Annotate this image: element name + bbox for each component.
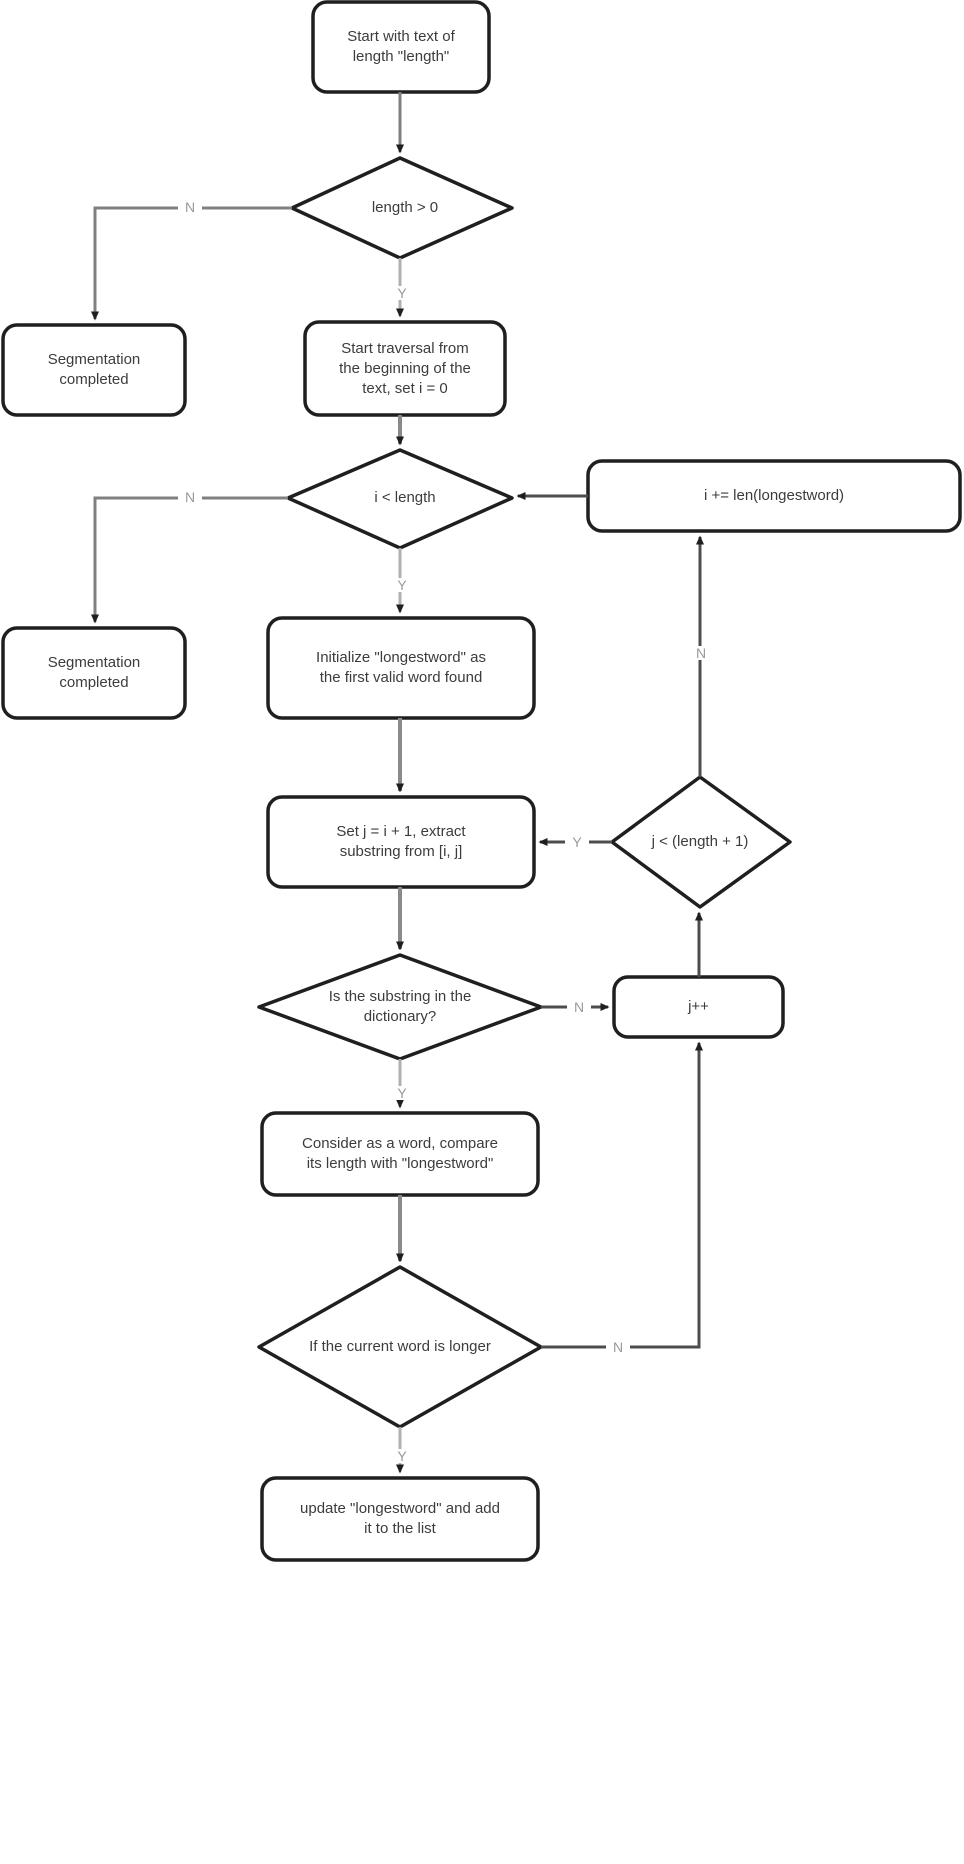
node-shape-seg-done-2[interactable] bbox=[1, 626, 187, 720]
node-shape-is-longer[interactable] bbox=[257, 1265, 543, 1429]
node-shape-advance-i[interactable] bbox=[586, 459, 962, 533]
node-shape-j-inc[interactable] bbox=[612, 975, 785, 1039]
edge-is-longer-no bbox=[541, 1041, 703, 1349]
edge-label-longer-no: N bbox=[606, 1340, 630, 1354]
node-shape-in-dict[interactable] bbox=[257, 953, 543, 1061]
edge-label-i-no: N bbox=[178, 490, 202, 504]
edge-check-i-no bbox=[91, 496, 288, 624]
node-shape-check-j[interactable] bbox=[610, 775, 792, 909]
edge-check-length-no bbox=[91, 206, 292, 321]
node-shape-start[interactable] bbox=[311, 0, 491, 94]
node-shape-set-j[interactable] bbox=[266, 795, 536, 889]
edge-label-length-no: N bbox=[178, 200, 202, 214]
node-shape-check-i[interactable] bbox=[286, 448, 514, 550]
node-shape-seg-done-1[interactable] bbox=[1, 323, 187, 417]
edge-label-dict-no: N bbox=[567, 1000, 591, 1014]
node-shape-consider-word[interactable] bbox=[260, 1111, 540, 1197]
edge-label-longer-yes: Y bbox=[390, 1449, 414, 1463]
edge-label-dict-yes: Y bbox=[390, 1086, 414, 1100]
node-shape-update-longest[interactable] bbox=[260, 1476, 540, 1562]
edge-label-i-yes: Y bbox=[390, 578, 414, 592]
node-shape-start-traversal[interactable] bbox=[303, 320, 507, 417]
node-shape-check-length[interactable] bbox=[290, 156, 514, 260]
edge-label-length-yes: Y bbox=[390, 286, 414, 300]
node-shape-init-longest[interactable] bbox=[266, 616, 536, 720]
edge-label-j-no: N bbox=[689, 646, 713, 660]
edge-label-j-yes: Y bbox=[565, 835, 589, 849]
